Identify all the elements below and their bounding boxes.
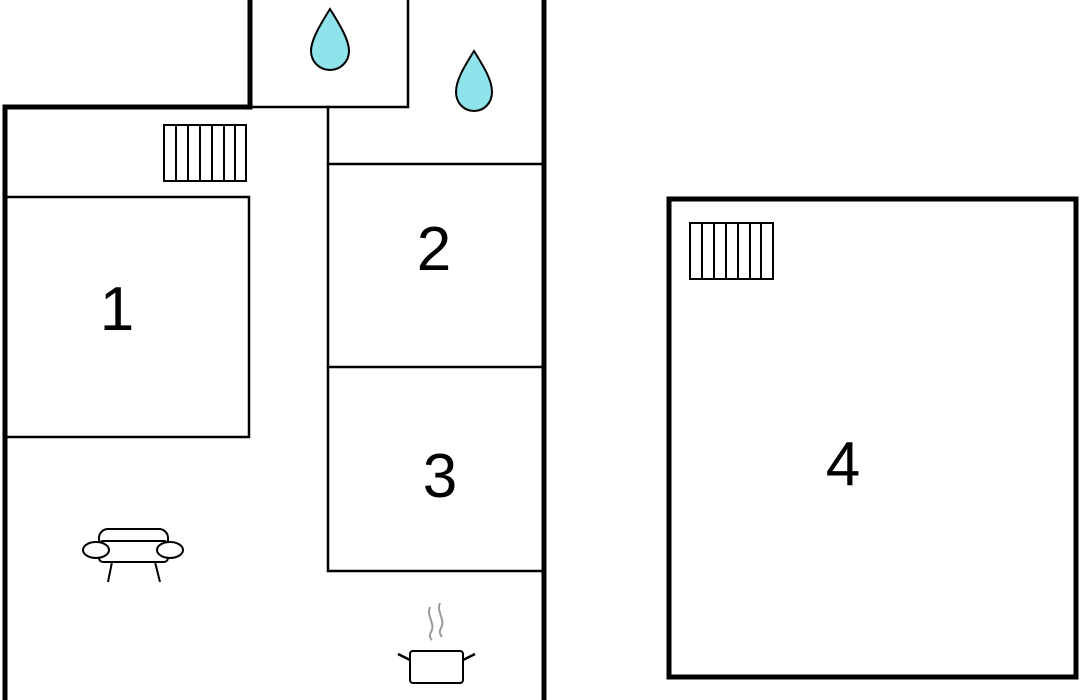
outer-wall-main bbox=[2, 0, 547, 700]
radiator-icon bbox=[689, 222, 774, 280]
radiator-icon bbox=[163, 124, 247, 182]
outer-wall-annex bbox=[666, 196, 1079, 680]
water-drop-icon bbox=[454, 49, 494, 113]
wall-hall-top bbox=[3, 195, 251, 439]
wall-bath-box bbox=[248, 0, 410, 109]
cooking-pot-icon bbox=[397, 602, 476, 684]
water-drop-icon bbox=[309, 7, 351, 72]
room-3-label: 3 bbox=[423, 442, 457, 511]
room-4-label: 4 bbox=[826, 430, 860, 499]
room-1-label: 1 bbox=[100, 275, 134, 344]
room-2-label: 2 bbox=[417, 215, 451, 284]
sofa-icon bbox=[82, 528, 184, 583]
wall-corridor bbox=[326, 105, 546, 573]
